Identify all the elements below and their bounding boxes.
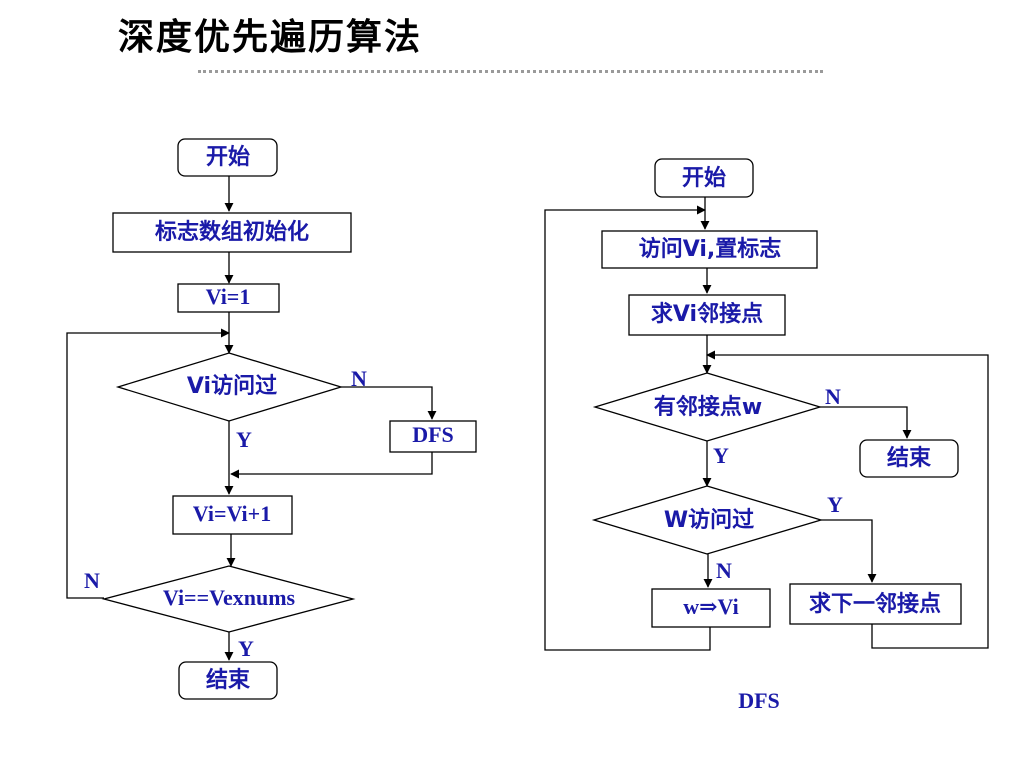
connector-yes-to-next — [821, 519, 877, 583]
start-label: 开始 — [206, 144, 250, 170]
dfs-end-label: 结束 — [887, 445, 932, 471]
yes-label-end: Y — [238, 636, 254, 661]
end-terminal — [178, 661, 278, 700]
has-adjacent-decision — [592, 372, 823, 442]
assign-process — [651, 588, 771, 628]
adjacent-label: 求Vi邻接点 — [651, 301, 763, 327]
next-adjacent-process — [789, 583, 962, 625]
visited-decision-label: Vi访问过 — [187, 373, 277, 399]
page-title: 深度优先遍历算法 — [118, 16, 423, 58]
visit-process — [601, 230, 818, 269]
connector-no-to-dfs — [341, 386, 437, 420]
no-label-has-adjacent: N — [825, 384, 841, 409]
increment-label: Vi=Vi+1 — [193, 501, 271, 526]
dfs-end-terminal — [859, 439, 959, 478]
vi1-process — [177, 283, 280, 313]
connector-dfs-return — [230, 452, 433, 479]
no-label-visited: N — [351, 366, 367, 391]
vi1-label: Vi=1 — [206, 284, 251, 309]
connector-loop-back — [66, 328, 230, 599]
visit-label: 访问Vi,置标志 — [639, 236, 782, 262]
end-decision — [101, 565, 356, 633]
main-flowchart: 开始 标志数组初始化 Vi=1 Vi访问过 DFS Vi=Vi+1 Vi==Ve… — [66, 138, 477, 700]
end-label: 结束 — [206, 667, 251, 693]
connector-no-to-end — [820, 406, 912, 439]
init-process — [112, 212, 352, 253]
adjacent-process — [628, 294, 786, 336]
next-adjacent-label: 求下一邻接点 — [809, 591, 941, 617]
dfs-process — [389, 420, 477, 453]
has-adjacent-label: 有邻接点w — [654, 394, 762, 420]
connector-next-loop — [706, 350, 989, 649]
yes-label-has-adjacent: Y — [713, 443, 729, 468]
yes-label-visited: Y — [236, 427, 252, 452]
dfs-caption: DFS — [738, 688, 780, 713]
dfs-label: DFS — [412, 422, 454, 447]
visited-decision — [115, 352, 344, 422]
yes-label-w-visited: Y — [827, 492, 843, 517]
init-label: 标志数组初始化 — [155, 219, 309, 245]
title-divider — [198, 70, 823, 73]
dfs-start-terminal — [654, 158, 754, 198]
start-terminal — [177, 138, 278, 177]
assign-label: w⇒Vi — [683, 594, 739, 619]
no-label-w-visited: N — [716, 558, 732, 583]
w-visited-label: W访问过 — [664, 507, 754, 533]
dfs-start-label: 开始 — [682, 165, 726, 191]
dfs-flowchart: 开始 访问Vi,置标志 求Vi邻接点 有邻接点w 结束 W访问过 w⇒Vi 求下… — [544, 158, 989, 713]
no-label-loop: N — [84, 568, 100, 593]
connector-recursive-loop — [544, 205, 711, 651]
increment-process — [172, 495, 293, 535]
w-visited-decision — [591, 485, 824, 555]
end-decision-label: Vi==Vexnums — [163, 585, 296, 610]
